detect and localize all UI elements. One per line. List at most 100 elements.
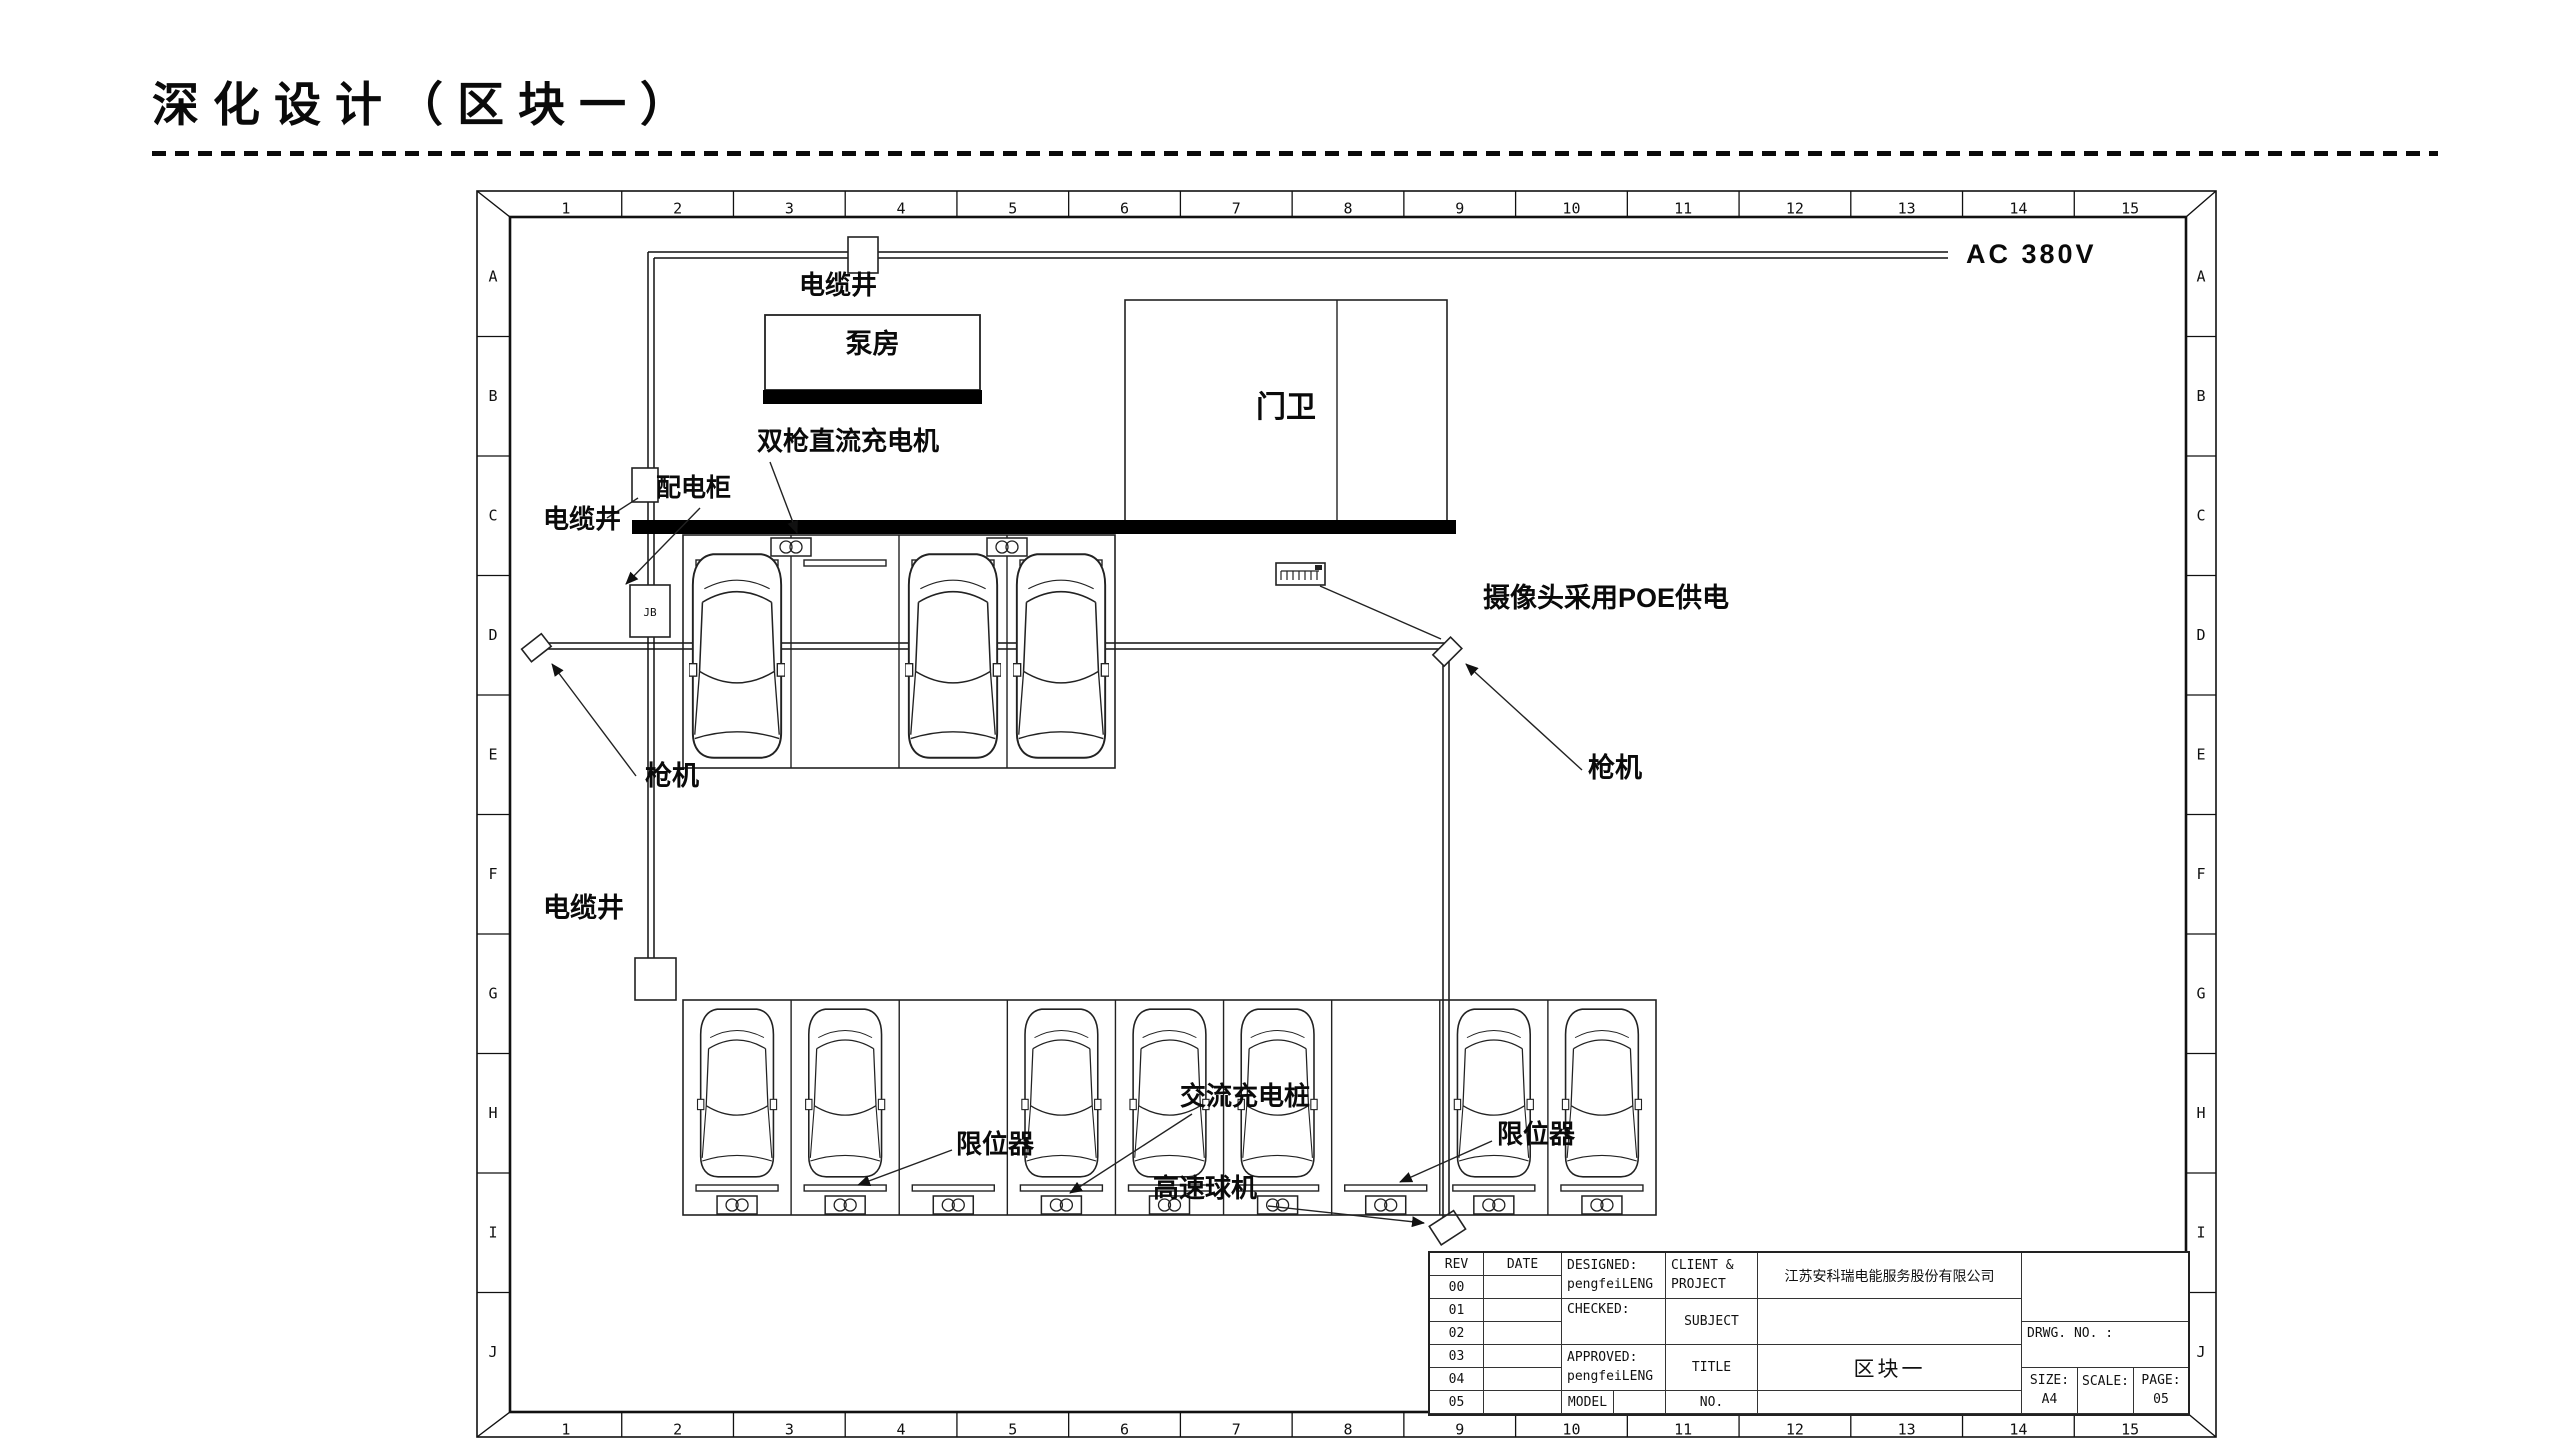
frame-row-label: E [2196,745,2205,763]
frame-row-label: H [2196,1104,2205,1122]
page-cell: PAGE: 05 [2134,1368,2188,1414]
frame-row-label: A [2196,267,2205,285]
frame-col-label: 4 [897,1421,906,1439]
frame-col-label: 8 [1343,200,1352,218]
right-top-empty-cell [2022,1253,2188,1322]
client-label-line2: PROJECT [1671,1276,1726,1292]
frame-row-label: A [488,267,497,285]
wheel-stop [803,559,887,567]
page-title: 深化设计（区块一） [152,80,701,132]
car [804,1008,886,1178]
size-label: SIZE: [2029,1372,2070,1388]
frame-row-label: G [2196,984,2205,1002]
ac-power-label: AC 380V [1966,239,2097,269]
frame-col-label: 1 [561,1421,570,1439]
frame-row-label: J [2196,1343,2205,1361]
checked-cell: CHECKED: [1562,1299,1666,1345]
car [1453,1008,1535,1178]
frame-col-label: 6 [1120,1421,1129,1439]
wheel-stop [1019,1184,1104,1192]
car [905,553,1001,759]
wheel-stop [1127,1184,1212,1192]
limiter-left-label: 限位器 [956,1129,1035,1159]
ac-charging-pile-icon [716,1195,758,1215]
approved-value: pengfeiLENG [1567,1368,1654,1384]
speed-dome-camera-icon [1428,1209,1467,1246]
wheel-stop [1235,1184,1320,1192]
dual-dc-charger-label: 双枪直流充电机 [757,426,940,456]
ac-charging-pile-label: 交流充电桩 [1180,1081,1311,1111]
frame-col-label: 2 [673,200,682,218]
ac-charging-pile-icon [1148,1195,1191,1215]
designed-cell: DESIGNED: pengfeiLENG [1562,1253,1666,1299]
frame-col-label: 15 [2121,1421,2139,1439]
frame-col-label: 13 [1898,200,1916,218]
frame-grid-labels: 1122334455667788991010111112121313141415… [477,191,2216,1439]
parking-row-top [682,534,1116,769]
car [1561,1008,1643,1178]
scale-cell: SCALE: [2078,1368,2134,1414]
title-divider-dashed-line [152,151,2438,156]
cable-well-top-label: 电缆井 [799,270,878,300]
leader-lines [551,461,1583,1228]
bullet-camera-right-label: 枪机 [1588,753,1642,783]
cable-well-mid-label: 电缆井 [543,504,622,534]
designed-value: pengfeiLENG [1567,1276,1654,1292]
rev-row: 00 [1430,1276,1484,1299]
frame-row-label: G [488,984,497,1002]
dc-charger-icon [770,537,812,557]
rev-row: 01 [1430,1299,1484,1322]
client-project-cell: CLIENT & PROJECT [1666,1253,1758,1299]
ac-charging-pile-icon [1364,1195,1407,1215]
date-column [1484,1276,1562,1414]
dc-charger-icon [986,537,1028,557]
bullet-camera-left-icon [520,632,553,663]
frame-col-label: 5 [1008,1421,1017,1439]
ac-charging-pile-icon [1473,1195,1515,1215]
designed-label: DESIGNED: [1567,1257,1638,1273]
date-row [1484,1391,1562,1414]
rev-row: 05 [1430,1391,1484,1414]
scale-label: SCALE: [2082,1374,2129,1389]
frame-row-label: B [488,387,497,405]
wheel-stop [1560,1184,1644,1192]
wheel-stop [695,1184,779,1192]
subject-cell: SUBJECT [1666,1299,1758,1345]
cable-well-mid-box [631,467,659,503]
guard-room-label: 门卫 [1256,391,1316,424]
title-value-cell: 区块一 [1758,1345,2022,1391]
frame-row-label: D [2196,626,2205,644]
ac-charging-pile-icon [824,1195,866,1215]
company-cell: 江苏安科瑞电能服务股份有限公司 [1758,1253,2022,1299]
frame-col-label: 11 [1674,200,1692,218]
frame-row-label: D [488,626,497,644]
size-cell: SIZE: A4 [2022,1368,2078,1414]
cable-well-bottom-box [634,957,677,1001]
rev-row: 02 [1430,1322,1484,1345]
wheel-stop [1452,1184,1536,1192]
site-wall-bar [632,520,1456,534]
page-label: PAGE: [2141,1372,2181,1388]
wheel-stop [911,1184,995,1192]
date-header-cell: DATE [1484,1253,1562,1276]
frame-row-label: J [488,1343,497,1361]
poe-note-label: 摄像头采用POE供电 [1483,583,1730,613]
frame-row-label: I [2196,1223,2205,1241]
date-row [1484,1368,1562,1391]
frame-col-label: 7 [1232,1421,1241,1439]
frame-col-label: 4 [897,200,906,218]
ac-charging-pile-icon [1256,1195,1299,1215]
frame-col-label: 14 [2009,200,2027,218]
rev-row: 04 [1430,1368,1484,1391]
pump-room-building [763,314,982,404]
frame-col-label: 14 [2009,1421,2027,1439]
frame-col-label: 12 [1786,200,1804,218]
approved-label: APPROVED: [1567,1349,1638,1365]
frame-col-label: 5 [1008,200,1017,218]
frame-col-label: 9 [1455,1421,1464,1439]
frame-row-label: C [488,506,497,524]
approved-cell: APPROVED: pengfeiLENG [1562,1345,1666,1391]
